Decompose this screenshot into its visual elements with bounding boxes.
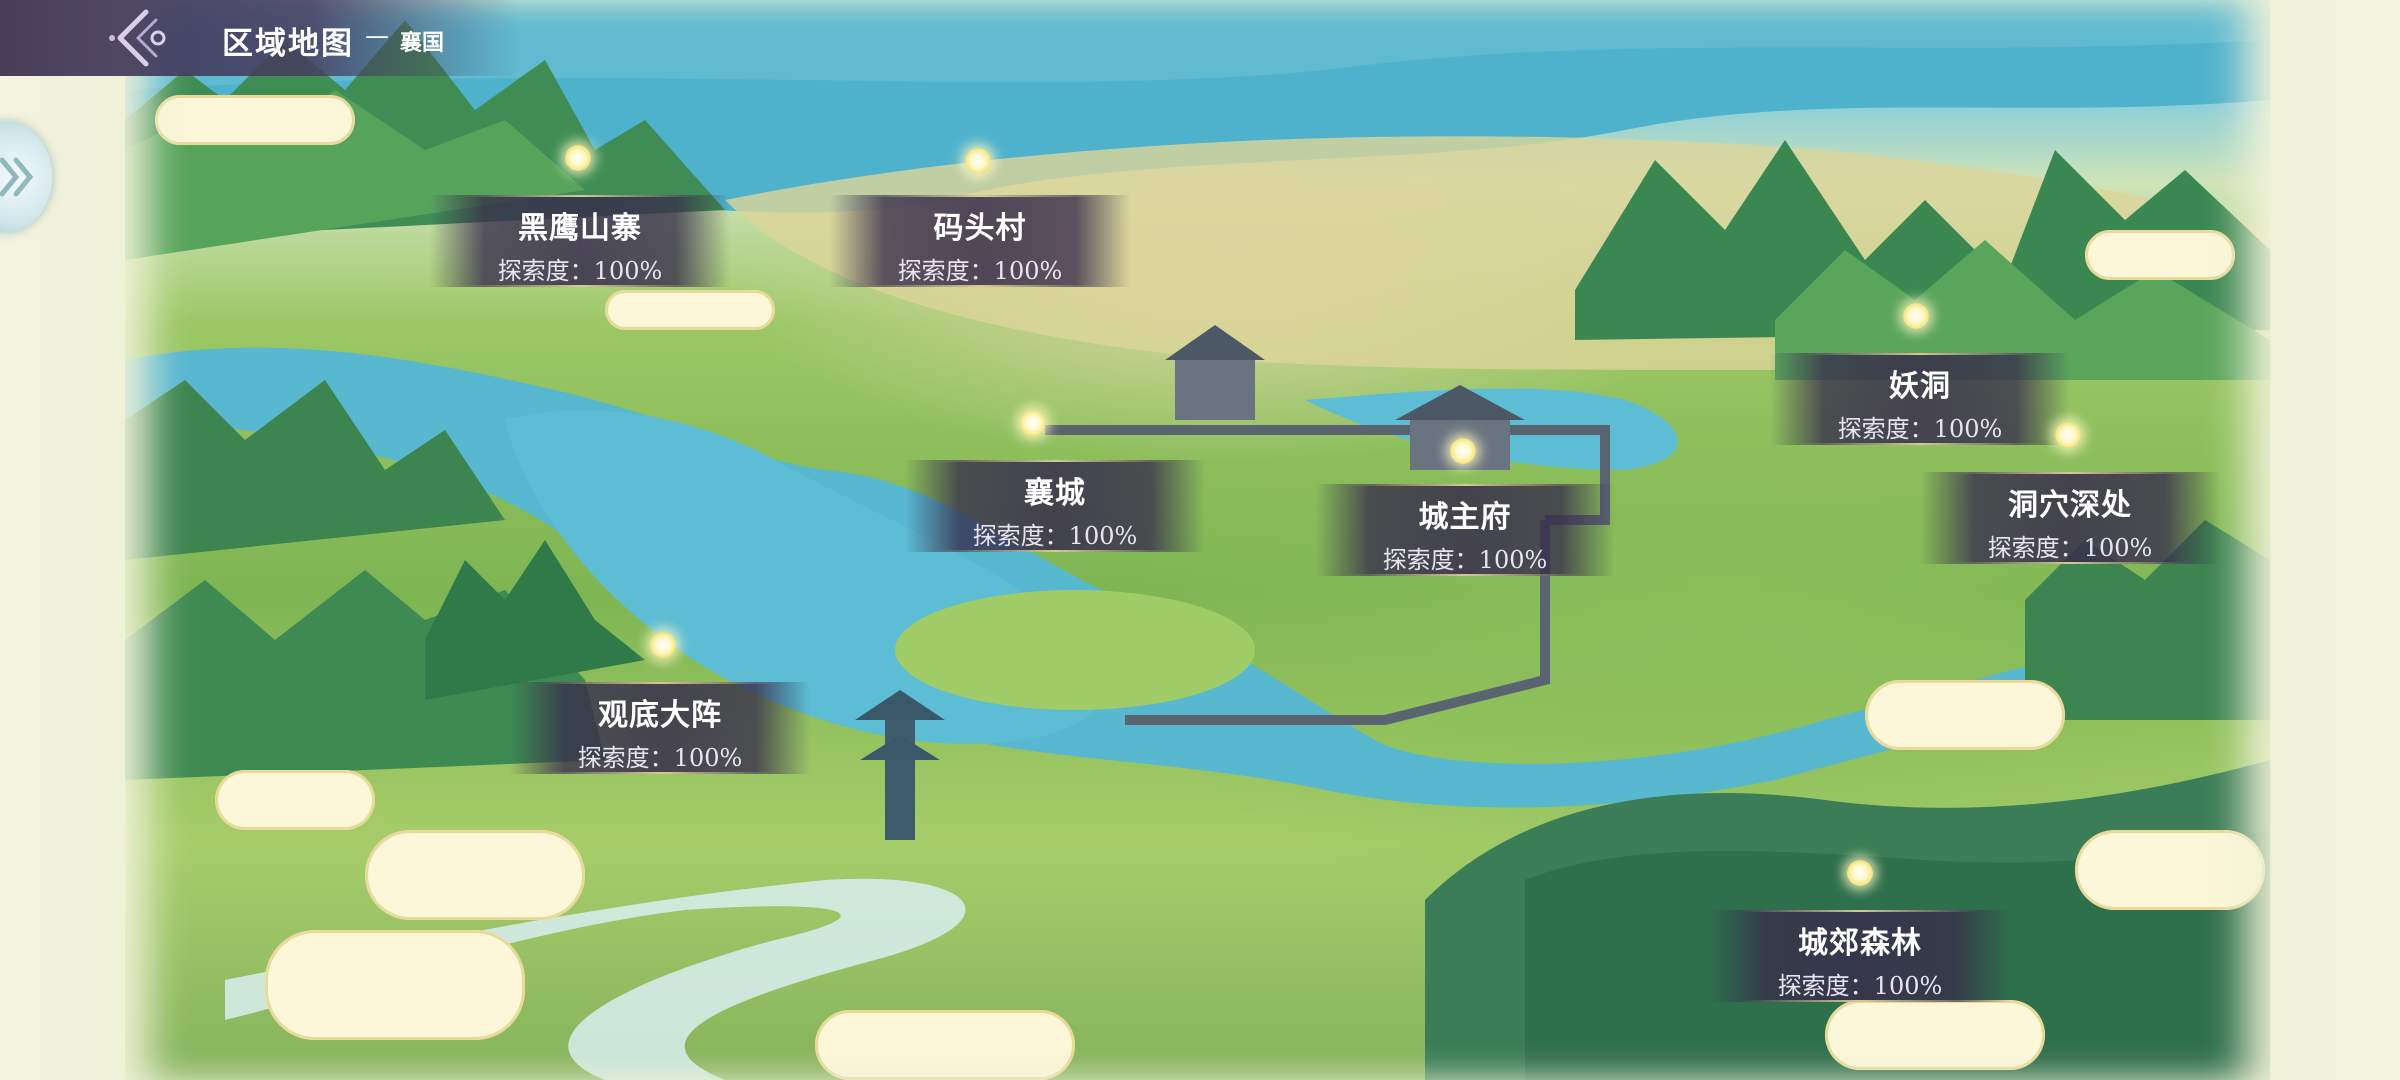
location-name: 洞穴深处: [2008, 488, 2132, 523]
location-marker-icon: [650, 632, 676, 658]
location-plate: 洞穴深处 探索度：100%: [1920, 472, 2220, 564]
location-plate: 城郊森林 探索度：100%: [1710, 910, 2010, 1002]
location-plate: 妖洞 探索度：100%: [1770, 353, 2070, 445]
location-name: 城主府: [1418, 500, 1512, 535]
location-marker-icon: [1847, 860, 1873, 886]
title-separator: —: [365, 22, 389, 50]
location-name: 黑鹰山寨: [518, 211, 642, 246]
top-header-bar: 区域地图 — 襄国: [0, 0, 520, 76]
page-title: 区域地图: [222, 26, 354, 62]
back-arrow-icon: [109, 9, 166, 67]
location-marker-icon: [1020, 410, 1046, 436]
location-marker-icon: [565, 145, 591, 171]
cloud-decoration: [1865, 680, 2065, 750]
location-marker-icon: [1903, 303, 1929, 329]
cloud-decoration: [605, 290, 775, 330]
exploration-progress: 探索度：100%: [1837, 415, 2003, 443]
location-plate: 襄城 探索度：100%: [905, 460, 1205, 552]
exploration-progress: 探索度：100%: [577, 744, 743, 772]
exploration-progress: 探索度：100%: [1382, 546, 1548, 574]
location-plate: 黑鹰山寨 探索度：100%: [430, 195, 730, 287]
exploration-progress: 探索度：100%: [497, 257, 663, 285]
exploration-progress: 探索度：100%: [897, 257, 1063, 285]
location-plate: 城主府 探索度：100%: [1315, 484, 1615, 576]
cloud-decoration: [365, 830, 585, 920]
location-marker-icon: [965, 148, 991, 174]
cloud-decoration: [265, 930, 525, 1040]
double-chevron-right-icon: [0, 157, 34, 197]
side-expand-tab[interactable]: [0, 122, 52, 232]
location-name: 观底大阵: [598, 698, 722, 733]
back-button[interactable]: [100, 6, 172, 70]
right-border: [2270, 0, 2400, 1080]
region-name: 襄国: [400, 30, 445, 56]
exploration-progress: 探索度：100%: [1777, 972, 1943, 1000]
exploration-progress: 探索度：100%: [972, 522, 1138, 550]
location-name: 襄城: [1024, 476, 1086, 511]
location-name: 城郊森林: [1798, 926, 1922, 961]
location-marker-icon: [1450, 438, 1476, 464]
cloud-decoration: [2075, 830, 2265, 910]
location-name: 码头村: [933, 211, 1027, 246]
cloud-decoration: [815, 1010, 1075, 1080]
cloud-decoration: [215, 770, 375, 830]
cloud-decoration: [1825, 1000, 2045, 1070]
cloud-decoration: [2085, 230, 2235, 280]
location-name: 妖洞: [1889, 369, 1951, 404]
cloud-decoration: [155, 95, 355, 145]
location-plate: 观底大阵 探索度：100%: [510, 682, 810, 774]
exploration-progress: 探索度：100%: [1987, 534, 2153, 562]
location-marker-icon: [2055, 422, 2081, 448]
location-plate: 码头村 探索度：100%: [830, 195, 1130, 287]
